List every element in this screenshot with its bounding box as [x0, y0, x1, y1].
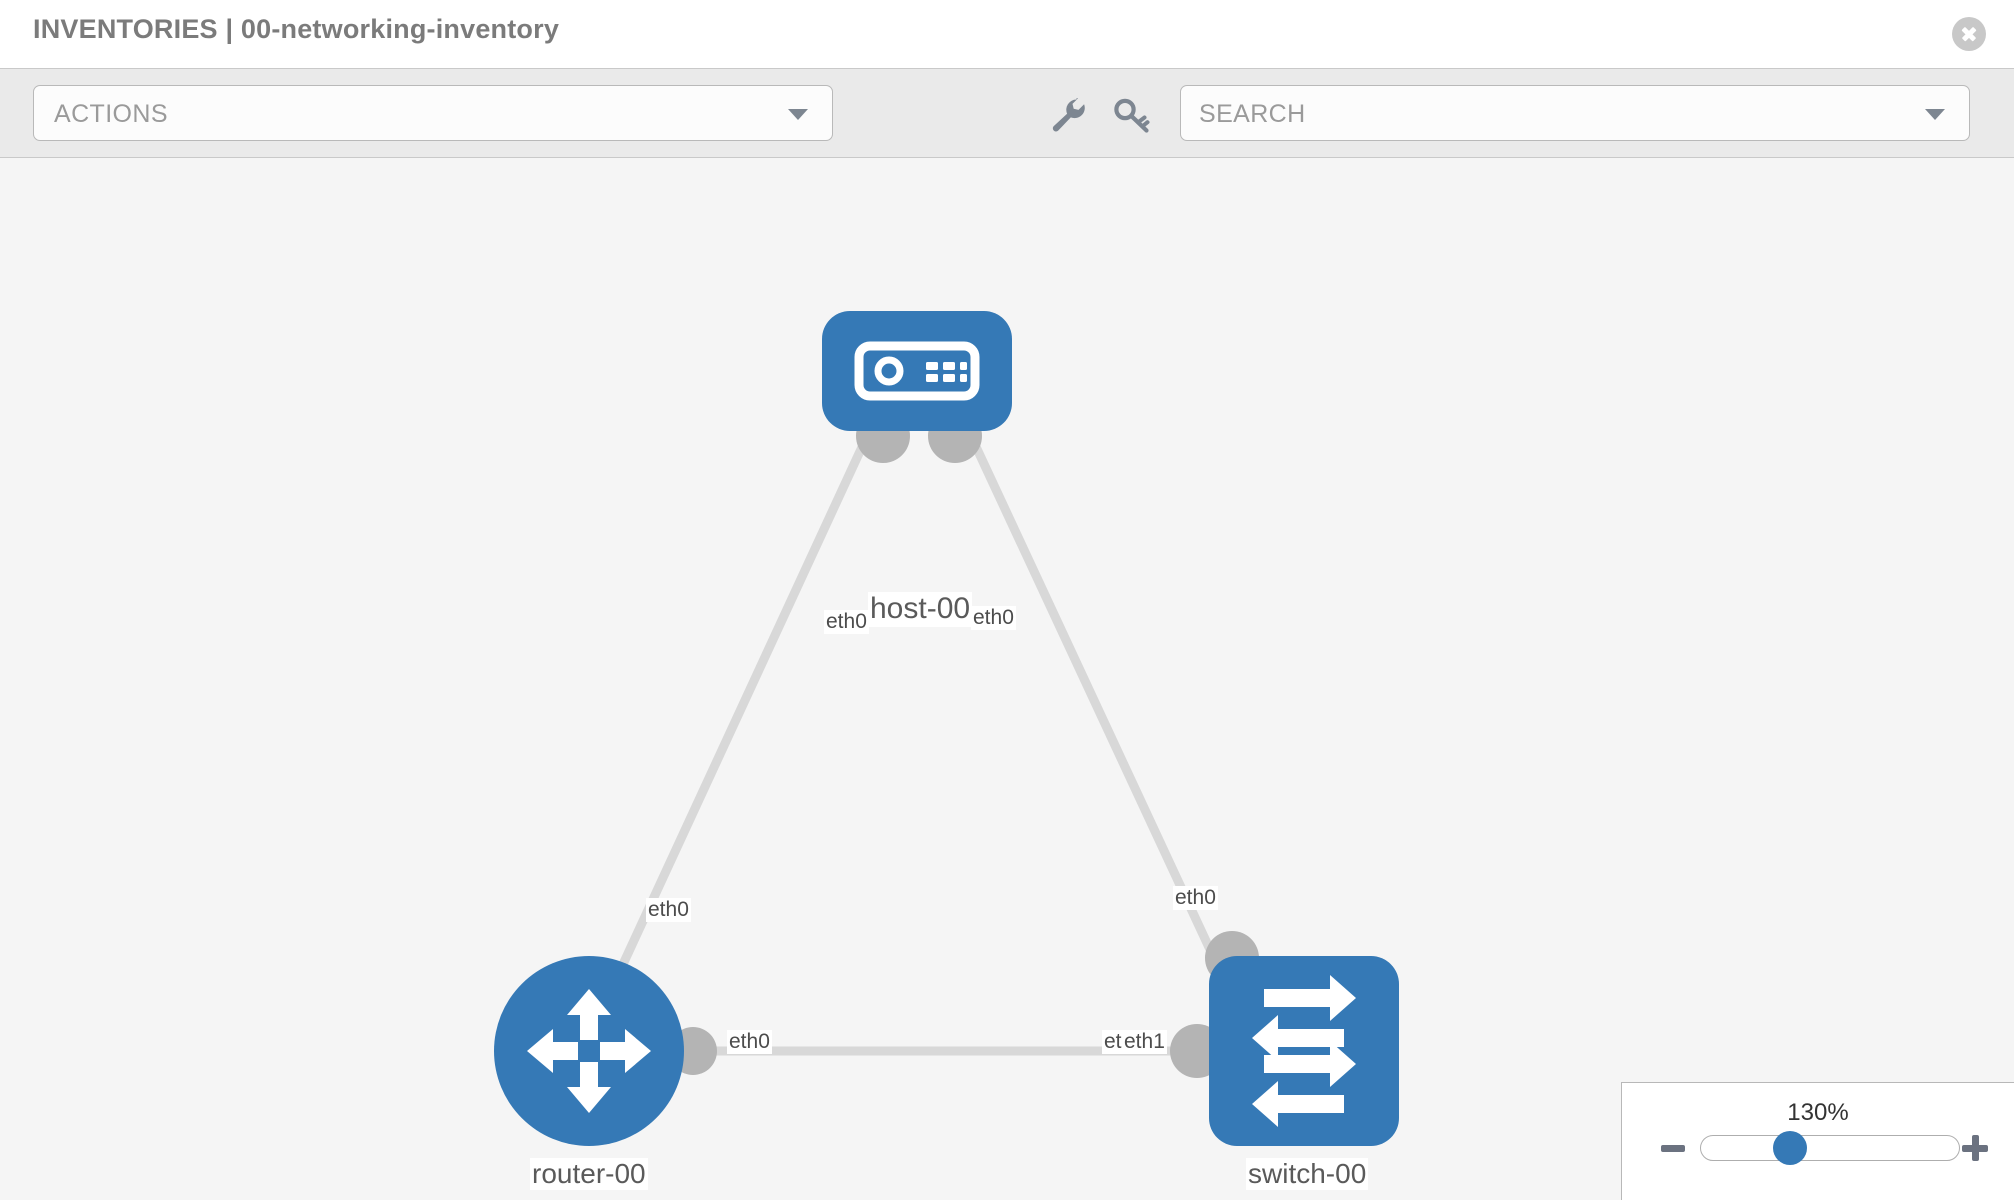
interface-label: eth1: [1122, 1030, 1167, 1055]
node-label-router-00: router-00: [530, 1158, 648, 1191]
zoom-slider[interactable]: [1700, 1135, 1960, 1161]
interface-label: eth0: [1173, 886, 1218, 911]
topology-connectors: [669, 409, 1259, 1078]
zoom-control-panel: 130%: [1621, 1082, 2014, 1200]
link-host00-router00[interactable]: [595, 406, 885, 1016]
topology-links: [595, 406, 1245, 1056]
zoom-level-value: 130%: [1787, 1099, 1849, 1126]
wrench-icon[interactable]: [1046, 95, 1088, 135]
node-label-host-00: host-00: [868, 592, 973, 627]
plus-icon[interactable]: [1962, 1135, 1988, 1161]
node-router-00[interactable]: [494, 956, 684, 1146]
link-host00-switch00[interactable]: [953, 406, 1245, 1016]
topology-graph: [494, 311, 1399, 1146]
toolbar: ACTIONS SEARCH: [0, 68, 2014, 158]
node-host-00[interactable]: [822, 311, 1012, 431]
search-placeholder: SEARCH: [1199, 100, 1306, 128]
actions-dropdown-label: ACTIONS: [54, 100, 168, 128]
node-switch-00[interactable]: [1209, 956, 1399, 1146]
zoom-slider-thumb[interactable]: [1773, 1131, 1807, 1165]
search-input[interactable]: SEARCH: [1180, 85, 1970, 141]
interface-label: eth0: [971, 606, 1016, 631]
actions-dropdown[interactable]: ACTIONS: [33, 85, 833, 141]
interface-label: eth0: [646, 898, 691, 923]
chevron-down-icon[interactable]: [1925, 109, 1945, 120]
interface-label: eth0: [824, 610, 869, 635]
key-icon[interactable]: [1111, 95, 1153, 135]
topology-canvas[interactable]: host-00 router-00 switch-00 eth0 eth0 et…: [0, 158, 2014, 1200]
close-icon[interactable]: [1952, 17, 1986, 51]
minus-icon[interactable]: [1661, 1145, 1685, 1152]
page-header: INVENTORIES | 00-networking-inventory: [0, 0, 2014, 68]
interface-label: eth0: [727, 1030, 772, 1055]
page-title: INVENTORIES | 00-networking-inventory: [33, 14, 560, 44]
chevron-down-icon: [788, 109, 808, 120]
node-label-switch-00: switch-00: [1246, 1158, 1369, 1191]
